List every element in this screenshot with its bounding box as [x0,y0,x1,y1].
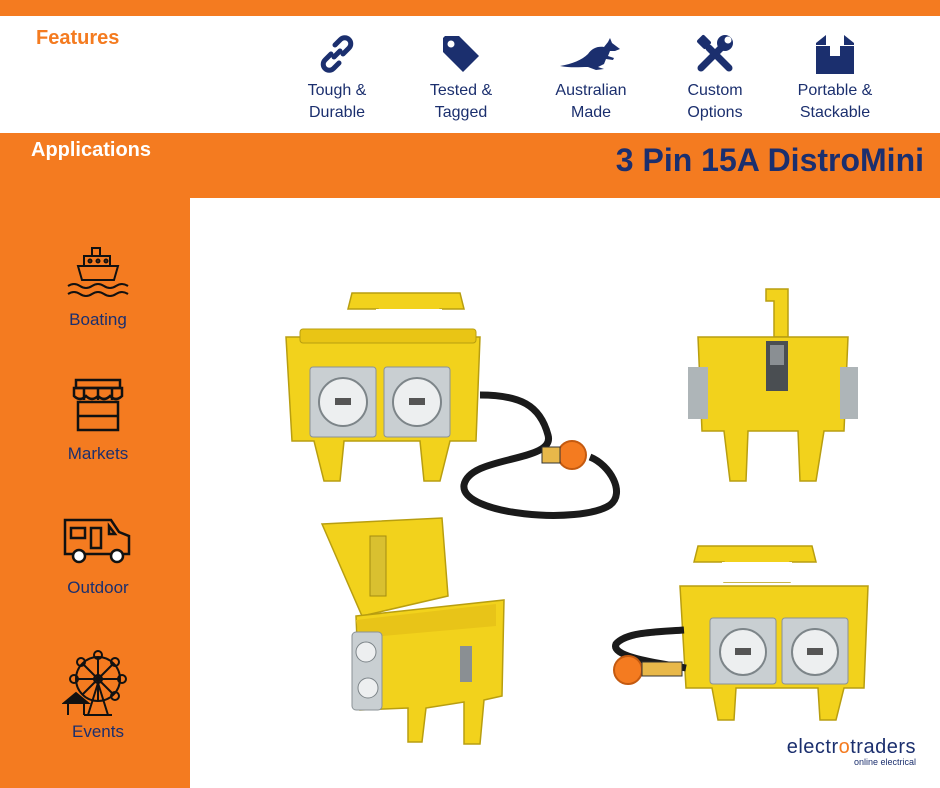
application-label: Events [72,722,124,741]
feature-portable-stackable: Portable &Stackable [775,30,895,124]
box-icon [775,30,895,78]
application-markets: Markets [38,374,158,464]
logo-tagline: online electrical [853,757,916,767]
product-photo-front-with-lead [285,292,620,519]
kangaroo-icon [531,30,651,78]
application-label: Outdoor [67,578,129,597]
application-outdoor: Outdoor [38,508,158,598]
product-photo-open-lid [320,517,505,745]
caravan-icon [38,508,158,572]
feature-label: Tested &Tagged [429,82,493,121]
electrotraders-logo: electrotraders online electrical [780,736,916,767]
feature-label: Tough &Durable [307,82,367,121]
product-photo-front-angle [612,545,869,721]
tag-icon [401,30,521,78]
logo-wordmark: electrotraders [786,736,916,758]
product-photo-side [688,288,858,482]
ferris-wheel-icon [38,650,158,716]
product-title: 3 Pin 15A DistroMini [615,142,924,178]
application-events: Events [38,650,158,742]
features-title: Features [36,27,120,49]
applications-title: Applications [31,139,152,161]
application-label: Markets [67,444,129,463]
tools-icon [655,30,775,78]
boat-icon [38,240,158,304]
chain-link-icon [277,30,397,78]
feature-label: Portable &Stackable [797,82,873,121]
market-stall-icon [38,374,158,438]
application-label: Boating [69,310,127,329]
top-accent-strip [0,0,940,16]
feature-tough-durable: Tough &Durable [277,30,397,124]
application-boating: Boating [38,240,158,330]
feature-tested-tagged: Tested &Tagged [401,30,521,124]
